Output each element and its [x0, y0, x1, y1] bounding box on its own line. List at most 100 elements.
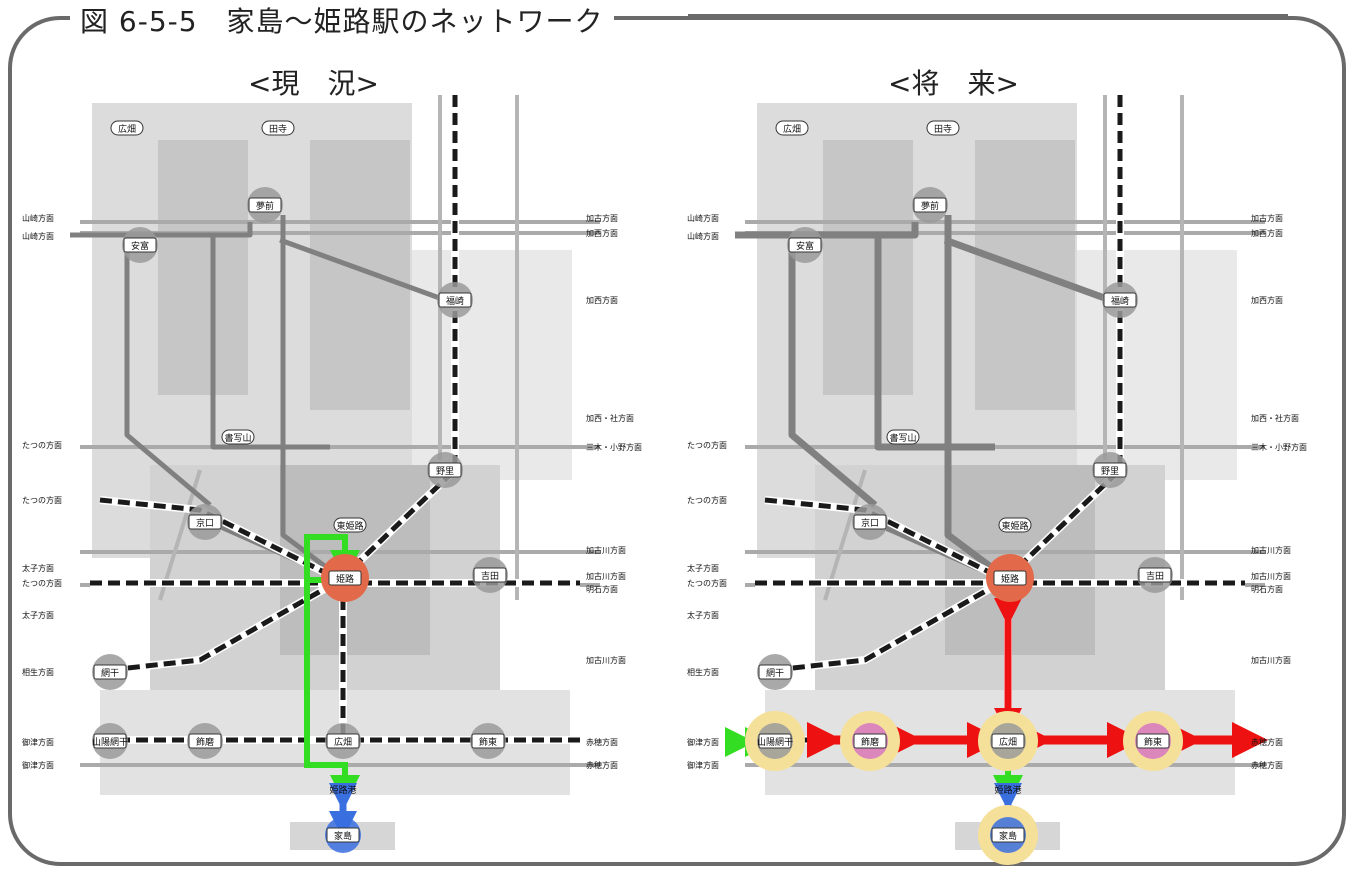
station-box [913, 197, 947, 213]
station-label-himeji: 姫路 [336, 573, 354, 585]
direction-label-right: 加古川方面 [586, 571, 626, 581]
direction-label-left: 太子方面 [22, 610, 54, 620]
direction-label-right: 赤穂方面 [586, 760, 618, 770]
direction-label-right: 赤穂方面 [1251, 737, 1283, 747]
direction-label-right: 加西方面 [1251, 295, 1283, 305]
map-area [310, 140, 410, 410]
station-box [993, 570, 1027, 586]
station-box [788, 237, 822, 253]
station-label-hirohata2: 広畑 [334, 736, 352, 748]
station-box [1093, 462, 1127, 478]
direction-label-right: 加西方面 [586, 228, 618, 238]
rail-line [109, 577, 342, 673]
station-box [758, 733, 792, 749]
station-box [1136, 733, 1170, 749]
panel-current-heading: <現 況> [248, 67, 379, 100]
direction-label-left: 山崎方面 [22, 213, 54, 223]
direction-label-left: 御津方面 [22, 737, 54, 747]
station-label-shoshazan: 書写山 [224, 432, 251, 444]
station-label-higashihimeji: 東姫路 [336, 520, 363, 532]
station-label-shikamasha: 飾東 [479, 736, 497, 748]
station-label-hirohata: 広畑 [783, 123, 801, 135]
direction-label-left: 太子方面 [22, 563, 54, 573]
direction-label-left: 相生方面 [687, 667, 719, 677]
station-box [473, 567, 507, 583]
station-box [188, 733, 222, 749]
station-label-hirohata: 広畑 [118, 123, 136, 135]
station-label-sanyoaboshi: 山陽網干 [92, 736, 128, 748]
station-box [248, 197, 282, 213]
station-label-yasutomi: 安富 [796, 240, 814, 252]
station-label-shikamasha: 飾東 [1144, 736, 1162, 748]
station-label-shikama: 飾磨 [196, 736, 214, 748]
station-label-higashihimeji: 東姫路 [1001, 520, 1028, 532]
station-box [775, 120, 809, 136]
station-label-tanaka: 田寺 [934, 124, 952, 135]
direction-label-right: 加西方面 [1251, 228, 1283, 238]
station-box [991, 733, 1025, 749]
direction-label-left: 山崎方面 [22, 231, 54, 241]
station-label-amida: 網干 [101, 667, 119, 679]
panel-current: 広畑田寺夢前安富福崎書写山野里京口東姫路姫路吉田網干山陽網干飾磨広畑飾東家島姫路… [22, 95, 642, 853]
station-label-amida: 網干 [766, 667, 784, 679]
direction-label-right: 加西・社方面 [1251, 413, 1299, 423]
panel-future: 広畑田寺夢前安富福崎書写山野里京口東姫路姫路吉田網干山陽網干飾磨広畑飾東家島姫路… [687, 95, 1307, 865]
direction-label-right: 三木・小野方面 [586, 442, 642, 452]
direction-label-right: 明石方面 [586, 584, 618, 594]
station-label-kyoguchi: 京口 [861, 517, 879, 529]
station-box [221, 429, 255, 445]
station-label-ieshima: 家島 [999, 830, 1017, 842]
station-box [333, 517, 367, 533]
bus-route [788, 245, 878, 508]
direction-label-left: 太子方面 [687, 563, 719, 573]
station-box [93, 664, 127, 680]
direction-label-left: たつの方面 [687, 440, 727, 450]
station-label-yumesaki: 夢前 [256, 200, 274, 212]
direction-label-left: たつの方面 [687, 495, 727, 505]
station-label-yumesaki: 夢前 [921, 200, 939, 212]
panel-future-heading: <将 来> [888, 67, 1019, 100]
station-box [326, 827, 360, 843]
bus-route [210, 235, 330, 450]
figure-frame [8, 16, 1346, 866]
direction-label-right: 加古川方面 [586, 655, 626, 665]
direction-label-right: 加古方面 [1251, 213, 1283, 223]
station-box [471, 733, 505, 749]
station-label-tanaka: 田寺 [269, 124, 287, 135]
direction-label-right: 加西方面 [586, 295, 618, 305]
station-label-nozato: 野里 [436, 466, 454, 477]
direction-label-right: 加古川方面 [586, 545, 626, 555]
direction-label-right: 加西・社方面 [586, 413, 634, 423]
station-box [998, 517, 1032, 533]
station-box [886, 429, 920, 445]
direction-label-left: 御津方面 [687, 737, 719, 747]
station-box [438, 292, 472, 308]
station-label-hirohata2: 広畑 [999, 736, 1017, 748]
rail-line [774, 577, 1007, 673]
bus-route [280, 215, 332, 573]
direction-label-right: 加古川方面 [1251, 655, 1291, 665]
station-label-sanyoaboshi: 山陽網干 [757, 736, 793, 748]
direction-label-left: 太子方面 [687, 610, 719, 620]
station-label-shikama_port: 姫路港 [994, 784, 1021, 796]
station-label-shikama_port: 姫路港 [329, 784, 356, 796]
station-box [110, 120, 144, 136]
direction-label-right: 加古方面 [586, 213, 618, 223]
station-box [261, 120, 295, 136]
station-box [188, 514, 222, 530]
bus-route [124, 245, 212, 507]
station-label-ieshima: 家島 [334, 830, 352, 842]
direction-label-right: 加古川方面 [1251, 571, 1291, 581]
station-label-yasutomi: 安富 [131, 240, 149, 252]
station-box [991, 827, 1025, 843]
station-box [853, 733, 887, 749]
title-rule [688, 14, 1288, 16]
direction-label-right: 三木・小野方面 [1251, 442, 1307, 452]
station-box [93, 733, 127, 749]
bus-route [944, 215, 998, 573]
map-area [158, 140, 248, 395]
figure-title-wrap: 図 6-5-5 家島～姫路駅のネットワーク [70, 0, 614, 40]
station-label-himeji: 姫路 [1001, 573, 1019, 585]
station-box [1138, 567, 1172, 583]
